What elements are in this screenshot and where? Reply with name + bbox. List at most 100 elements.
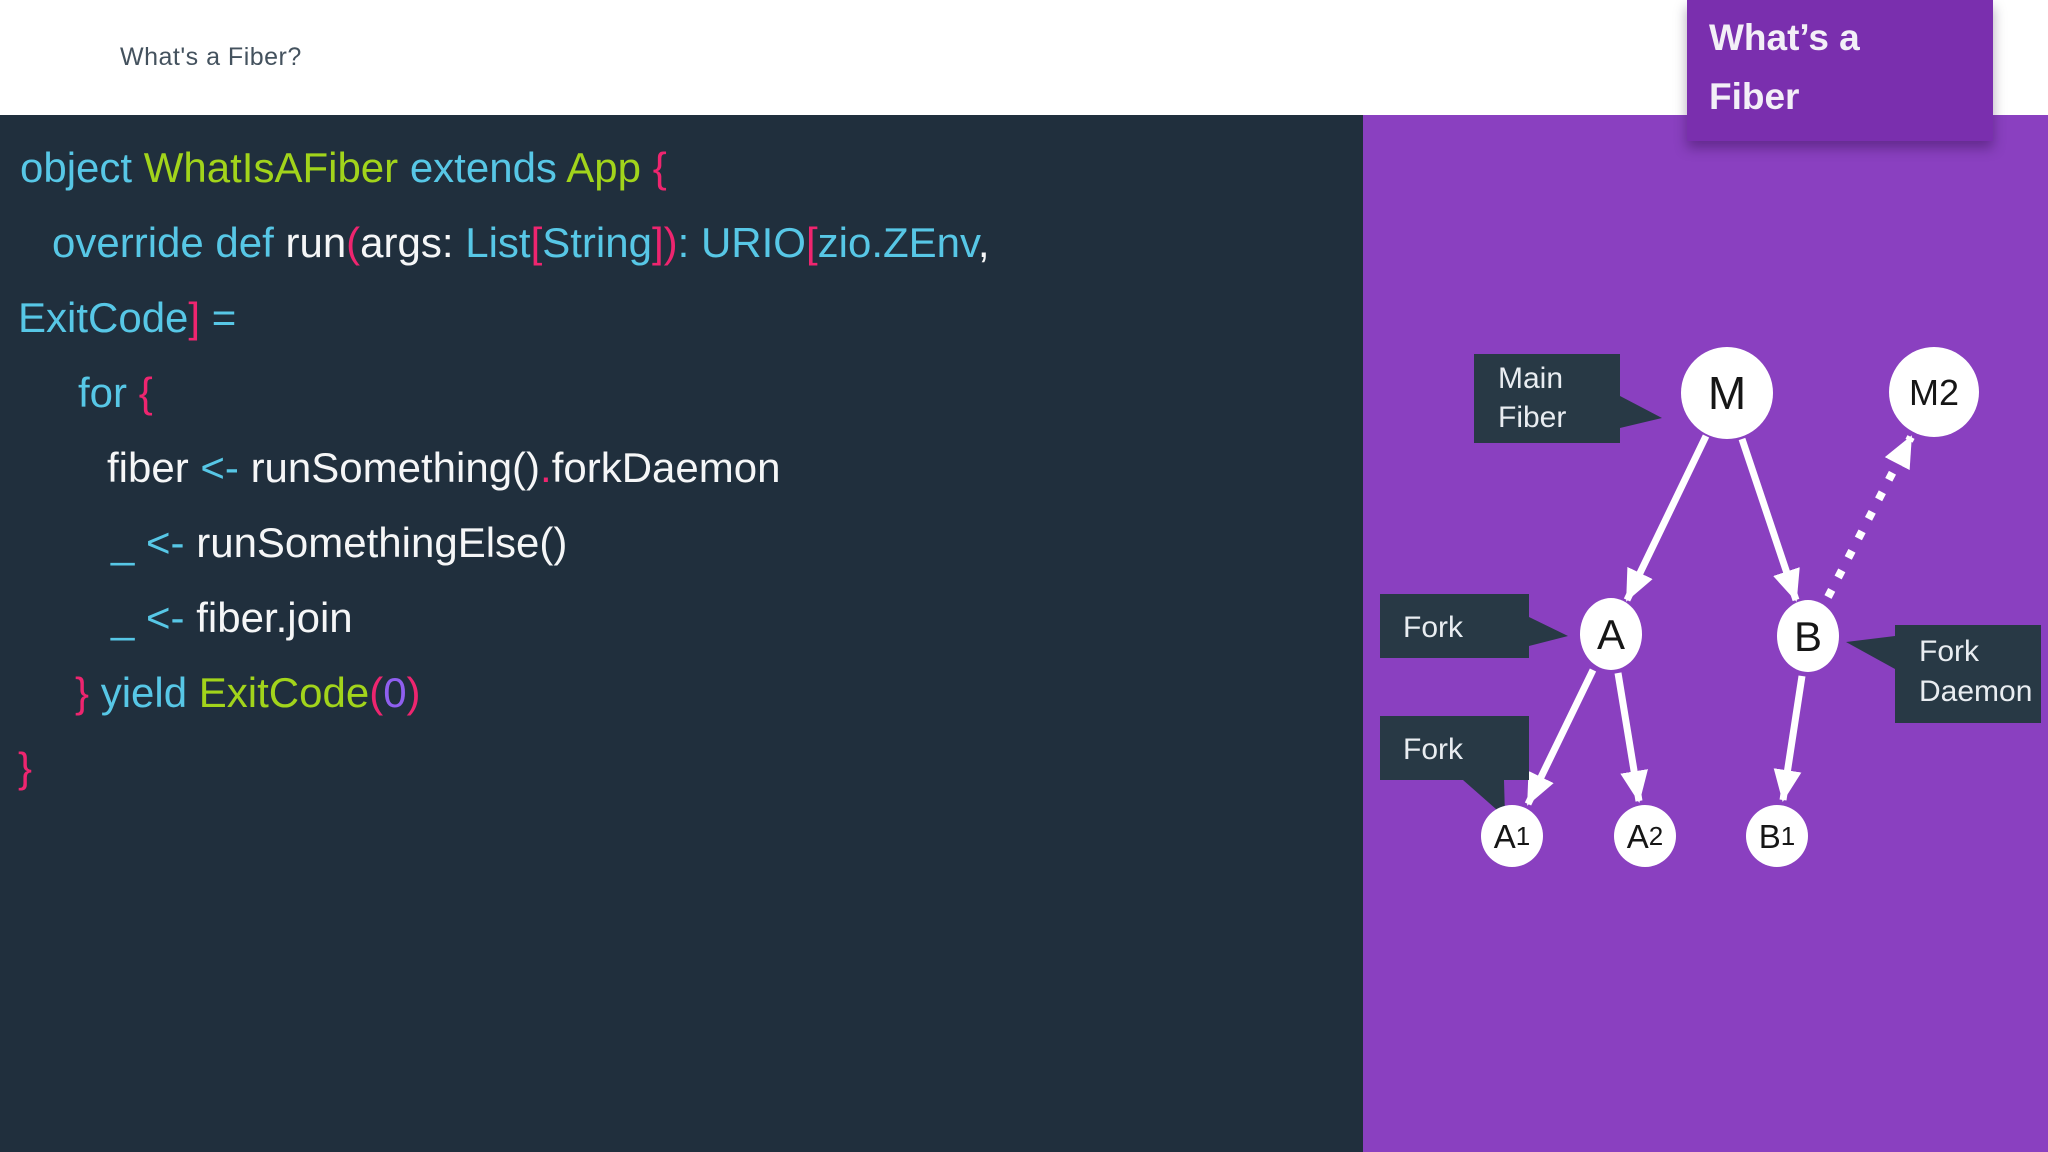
code-token: [ [530, 219, 543, 266]
code-token: App [566, 144, 653, 191]
code-token: ( [346, 219, 361, 266]
edge-B-to-M2-dotted-arrow [1824, 435, 1915, 599]
code-token: ExitCode [198, 669, 370, 716]
callout-label: Daemon [1919, 675, 2032, 708]
node-label: B [1794, 613, 1822, 660]
edge-M-to-B-arrow [1738, 437, 1800, 602]
edge-A-to-A1-arrow [1524, 668, 1597, 806]
code-token: <- [200, 444, 251, 491]
code-line: for { [78, 355, 1353, 430]
code-line: _ <- runSomethingElse() [111, 505, 1353, 580]
node-M: M [1681, 347, 1773, 439]
nodes-layer: M M2A B A1 A2 B1 [1481, 347, 1979, 867]
callout-tail [1463, 780, 1505, 817]
callout-label: Fork [1919, 635, 1980, 668]
code-token: ( [369, 669, 384, 716]
code-token: object [20, 144, 144, 191]
code-block: object WhatIsAFiber extends App {overrid… [18, 130, 1353, 805]
code-line: } [18, 730, 1353, 805]
code-token: override def [52, 219, 286, 266]
code-line: object WhatIsAFiber extends App { [20, 130, 1353, 205]
callout-label: Main [1498, 362, 1563, 395]
node-A1: A1 [1481, 805, 1543, 867]
code-token: = [200, 294, 237, 341]
code-token: [ [805, 219, 818, 266]
code-token: run [285, 219, 347, 266]
callout-box [1474, 354, 1620, 443]
code-token: for [78, 369, 139, 416]
code-line: fiber <- runSomething().forkDaemon [107, 430, 1353, 505]
callout-label: Fork [1403, 733, 1464, 766]
code-line: override def run(args: List[String]): UR… [52, 205, 1353, 280]
node-circle [1580, 598, 1642, 670]
corner-title-card: What’s a Fiber [1687, 0, 1993, 141]
callout-label: Fork [1403, 611, 1464, 644]
code-token: runSomethingElse() [196, 519, 568, 566]
code-token: _ <- [111, 594, 197, 641]
node-circle [1614, 805, 1676, 867]
node-B: B [1777, 600, 1839, 672]
node-label: A2 [1627, 818, 1663, 855]
node-label: M2 [1909, 372, 1959, 413]
code-token: runSomething() [250, 444, 541, 491]
callout-fork-a1: Fork [1380, 716, 1529, 817]
callout-tail [1620, 396, 1662, 428]
node-circle [1481, 805, 1543, 867]
callout-box [1380, 716, 1529, 780]
callout-box [1380, 594, 1529, 658]
node-label: B1 [1759, 818, 1795, 855]
node-B1: B1 [1746, 805, 1808, 867]
corner-title-line2: Fiber [1709, 76, 1800, 117]
node-label: A [1597, 611, 1625, 658]
code-token: 0 [383, 669, 407, 716]
code-line: ExitCode] = [18, 280, 1353, 355]
node-M2: M2 [1889, 347, 1979, 437]
code-token: { [652, 144, 667, 191]
code-token: zio.ZEnv [817, 219, 978, 266]
callout-fork-a: Fork [1380, 594, 1568, 658]
callout-tail [1529, 617, 1568, 646]
node-circle [1777, 600, 1839, 672]
node-circle [1889, 347, 1979, 437]
code-token: yield [100, 669, 199, 716]
callout-label: Fiber [1498, 401, 1566, 434]
code-token: ] [188, 294, 201, 341]
node-label: M [1708, 367, 1746, 419]
code-token: args [360, 219, 442, 266]
node-A: A [1580, 598, 1642, 670]
edge-B-to-B1-arrow [1773, 675, 1806, 802]
code-panel: object WhatIsAFiber extends App {overrid… [0, 115, 1363, 1152]
edge-A-to-A2-arrow [1614, 672, 1648, 803]
callout-box [1895, 625, 2041, 723]
edges-layer [1524, 434, 1915, 806]
code-token: } [75, 669, 101, 716]
code-token: String [542, 219, 652, 266]
code-token: fiber.join [196, 594, 353, 641]
code-token: List [465, 219, 531, 266]
corner-title-line1: What’s a [1709, 17, 1860, 58]
page-title: What's a Fiber? [120, 43, 302, 71]
node-A2: A2 [1614, 805, 1676, 867]
code-token: { [138, 369, 153, 416]
code-token: fiber [107, 444, 201, 491]
code-token: . [540, 444, 552, 491]
code-token: WhatIsAFiber [143, 144, 399, 191]
code-token: forkDaemon [551, 444, 781, 491]
code-token: , [977, 219, 990, 266]
code-line: _ <- fiber.join [111, 580, 1353, 655]
code-token: : URIO [677, 219, 806, 266]
code-token: ) [406, 669, 421, 716]
node-circle [1681, 347, 1773, 439]
code-token: ]) [651, 219, 678, 266]
code-line: } yield ExitCode(0) [75, 655, 1353, 730]
node-label: A1 [1494, 818, 1530, 855]
code-token: _ <- [111, 519, 197, 566]
callout-tail [1846, 636, 1895, 669]
code-token: : [441, 219, 466, 266]
code-token: } [18, 744, 33, 791]
code-token: ExitCode [18, 294, 189, 341]
